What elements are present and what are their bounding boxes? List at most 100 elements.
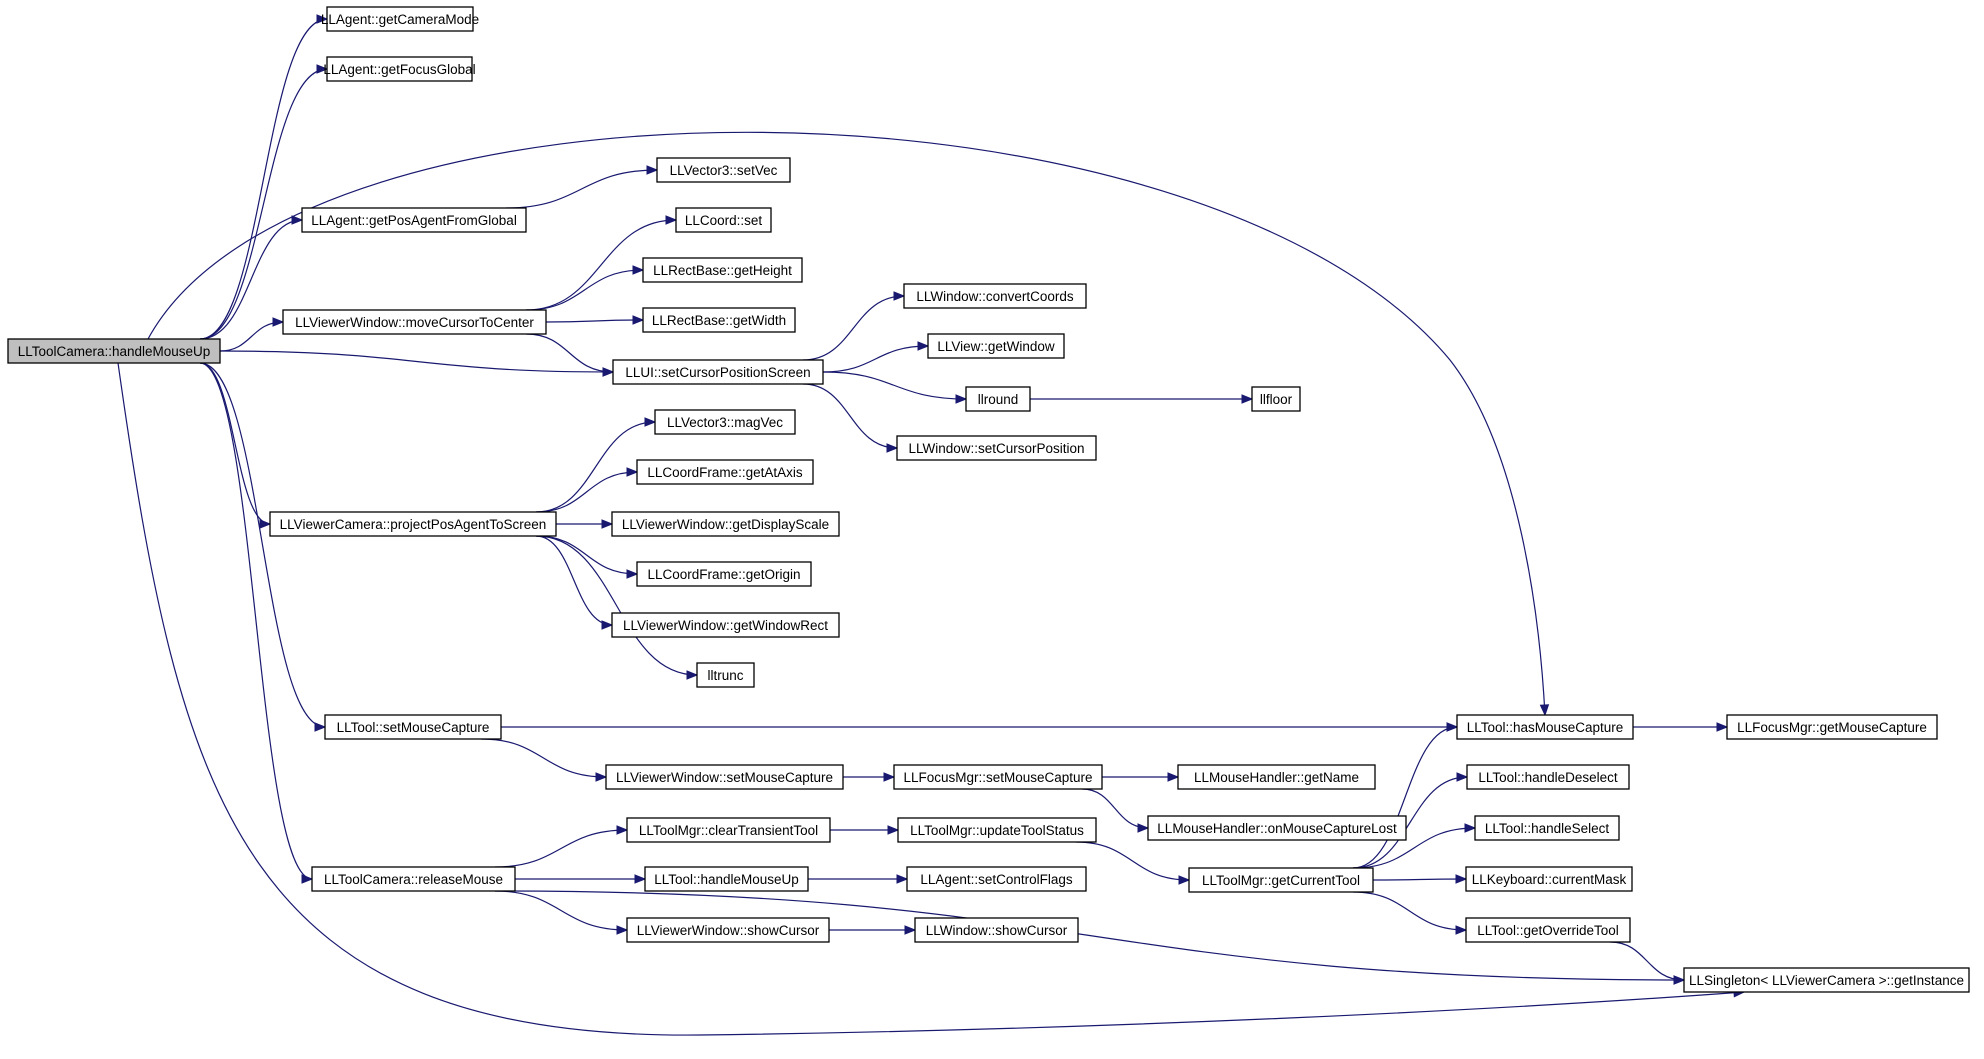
node-label: LLWindow::showCursor [926,923,1068,938]
node-setControlFlags[interactable]: LLAgent::setControlFlags [906,866,1087,892]
node-box [7,338,221,364]
edge-arrowhead [1455,874,1468,884]
node-box [636,561,812,587]
node-label: LLToolCamera::releaseMouse [324,872,503,887]
node-llfloor[interactable]: llfloor [1251,386,1301,412]
node-label: LLUI::setCursorPositionScreen [625,365,810,380]
node-getCurrentTool[interactable]: LLToolMgr::getCurrentTool [1188,867,1374,893]
edge-arrowhead [1241,394,1254,404]
node-box [324,714,502,740]
node-box [326,6,474,32]
node-convertCoords[interactable]: LLWindow::convertCoords [903,283,1087,309]
node-mhGetName[interactable]: LLMouseHandler::getName [1177,764,1376,790]
node-root[interactable]: LLToolCamera::handleMouseUp [7,338,221,364]
edge-releaseMouse-clearTransientTool [494,829,628,868]
node-label: LLRectBase::getHeight [653,263,792,278]
node-wShowCursor[interactable]: LLWindow::showCursor [914,917,1079,943]
edge-arrowhead [1137,823,1150,833]
node-vwShowCursor[interactable]: LLViewerWindow::showCursor [626,917,830,943]
edge-setCursorPositionScreen-convertCoords [802,295,905,361]
edge-arrowhead [883,772,896,782]
node-focusSetMouseCapture[interactable]: LLFocusMgr::setMouseCapture [893,764,1103,790]
node-label: LLViewerWindow::moveCursorToCenter [295,315,534,330]
node-getOverrideTool[interactable]: LLTool::getOverrideTool [1465,917,1631,943]
node-getInstance[interactable]: LLSingleton< LLViewerCamera >::getInstan… [1683,967,1970,993]
node-coordSet[interactable]: LLCoord::set [675,207,772,233]
node-box [626,817,831,843]
edge-root-getPosAgentFromGlobal [199,219,303,340]
node-vwSetMouseCapture[interactable]: LLViewerWindow::setMouseCapture [605,764,844,790]
node-setVec[interactable]: LLVector3::setVec [656,157,791,183]
edge-root-projectPosAgentToScreen [199,362,271,525]
edge-arrowhead [644,417,657,427]
node-label: LLTool::setMouseCapture [337,720,490,735]
edges-layer [117,14,1746,1036]
node-llround[interactable]: llround [965,386,1031,412]
node-getCameraMode[interactable]: LLAgent::getCameraMode [321,6,479,32]
edge-arrowhead [896,874,909,884]
node-updateToolStatus[interactable]: LLToolMgr::updateToolStatus [897,817,1097,843]
node-projectPosAgentToScreen[interactable]: LLViewerCamera::projectPosAgentToScreen [269,511,557,537]
node-label: lltrunc [707,668,743,683]
node-box [1147,815,1407,841]
node-box [1683,967,1970,993]
nodes-layer: LLToolCamera::handleMouseUp LLAgent::getC… [7,6,1970,993]
node-box [611,511,840,537]
edge-arrowhead [886,443,899,453]
node-hasMouseCapture[interactable]: LLTool::hasMouseCapture [1456,714,1634,740]
node-magVec[interactable]: LLVector3::magVec [654,409,796,435]
node-label: LLToolMgr::updateToolStatus [910,823,1084,838]
node-getWidth[interactable]: LLRectBase::getWidth [642,307,796,333]
node-handleDeselect[interactable]: LLTool::handleDeselect [1466,764,1630,790]
node-handleSelect[interactable]: LLTool::handleSelect [1474,815,1620,841]
node-toolHandleMouseUp[interactable]: LLTool::handleMouseUp [644,866,809,892]
node-moveCursorToCenter[interactable]: LLViewerWindow::moveCursorToCenter [282,309,547,335]
node-label: LLView::getWindow [937,339,1055,354]
node-label: LLToolMgr::getCurrentTool [1202,873,1360,888]
edge-arrowhead [1446,722,1459,732]
node-clearTransientTool[interactable]: LLToolMgr::clearTransientTool [626,817,831,843]
node-label: LLViewerCamera::projectPosAgentToScreen [280,517,547,532]
node-label: LLWindow::setCursorPosition [908,441,1084,456]
node-getAtAxis[interactable]: LLCoordFrame::getAtAxis [636,459,814,485]
edge-getCurrentTool-getOverrideTool [1352,891,1467,931]
edge-root-releaseMouse [199,362,313,880]
node-label: LLVector3::magVec [667,415,783,430]
node-label: LLCoordFrame::getOrigin [647,567,800,582]
node-getFocusGlobal[interactable]: LLAgent::getFocusGlobal [323,56,476,82]
node-label: LLToolMgr::clearTransientTool [639,823,818,838]
edge-arrowhead [602,367,615,377]
node-getDisplayScale[interactable]: LLViewerWindow::getDisplayScale [611,511,840,537]
node-box [906,866,1087,892]
node-box [893,764,1103,790]
edge-arrowhead [1464,823,1477,833]
node-box [282,309,547,335]
node-lltrunc[interactable]: lltrunc [696,662,755,688]
node-toolSetMouseCapture[interactable]: LLTool::setMouseCapture [324,714,502,740]
node-getWindow[interactable]: LLView::getWindow [927,333,1065,359]
node-label: LLCoordFrame::getAtAxis [647,465,803,480]
node-currentMask[interactable]: LLKeyboard::currentMask [1465,866,1633,892]
node-box [656,157,791,183]
node-setCursorPosition[interactable]: LLWindow::setCursorPosition [896,435,1097,461]
node-label: LLTool::hasMouseCapture [1467,720,1624,735]
node-getOrigin[interactable]: LLCoordFrame::getOrigin [636,561,812,587]
edge-arrowhead [626,467,639,477]
node-focusGetMouseCapture[interactable]: LLFocusMgr::getMouseCapture [1726,714,1938,740]
edge-moveCursorToCenter-setCursorPositionScreen [525,333,614,373]
node-onMouseCaptureLost[interactable]: LLMouseHandler::onMouseCaptureLost [1147,815,1407,841]
node-getWindowRect[interactable]: LLViewerWindow::getWindowRect [611,612,840,638]
node-box [326,56,473,82]
node-getHeight[interactable]: LLRectBase::getHeight [642,257,803,283]
node-box [612,359,824,385]
node-box [1188,867,1374,893]
node-setCursorPositionScreen[interactable]: LLUI::setCursorPositionScreen [612,359,824,385]
edge-arrowhead [616,925,629,935]
node-getPosAgentFromGlobal[interactable]: LLAgent::getPosAgentFromGlobal [301,207,527,233]
edge-toolSetMouseCapture-vwSetMouseCapture [480,738,607,778]
node-releaseMouse[interactable]: LLToolCamera::releaseMouse [311,866,516,892]
edge-root-getFocusGlobal [199,68,328,340]
edge-setCursorPositionScreen-setCursorPosition [802,383,898,449]
node-box [675,207,772,233]
node-box [605,764,844,790]
